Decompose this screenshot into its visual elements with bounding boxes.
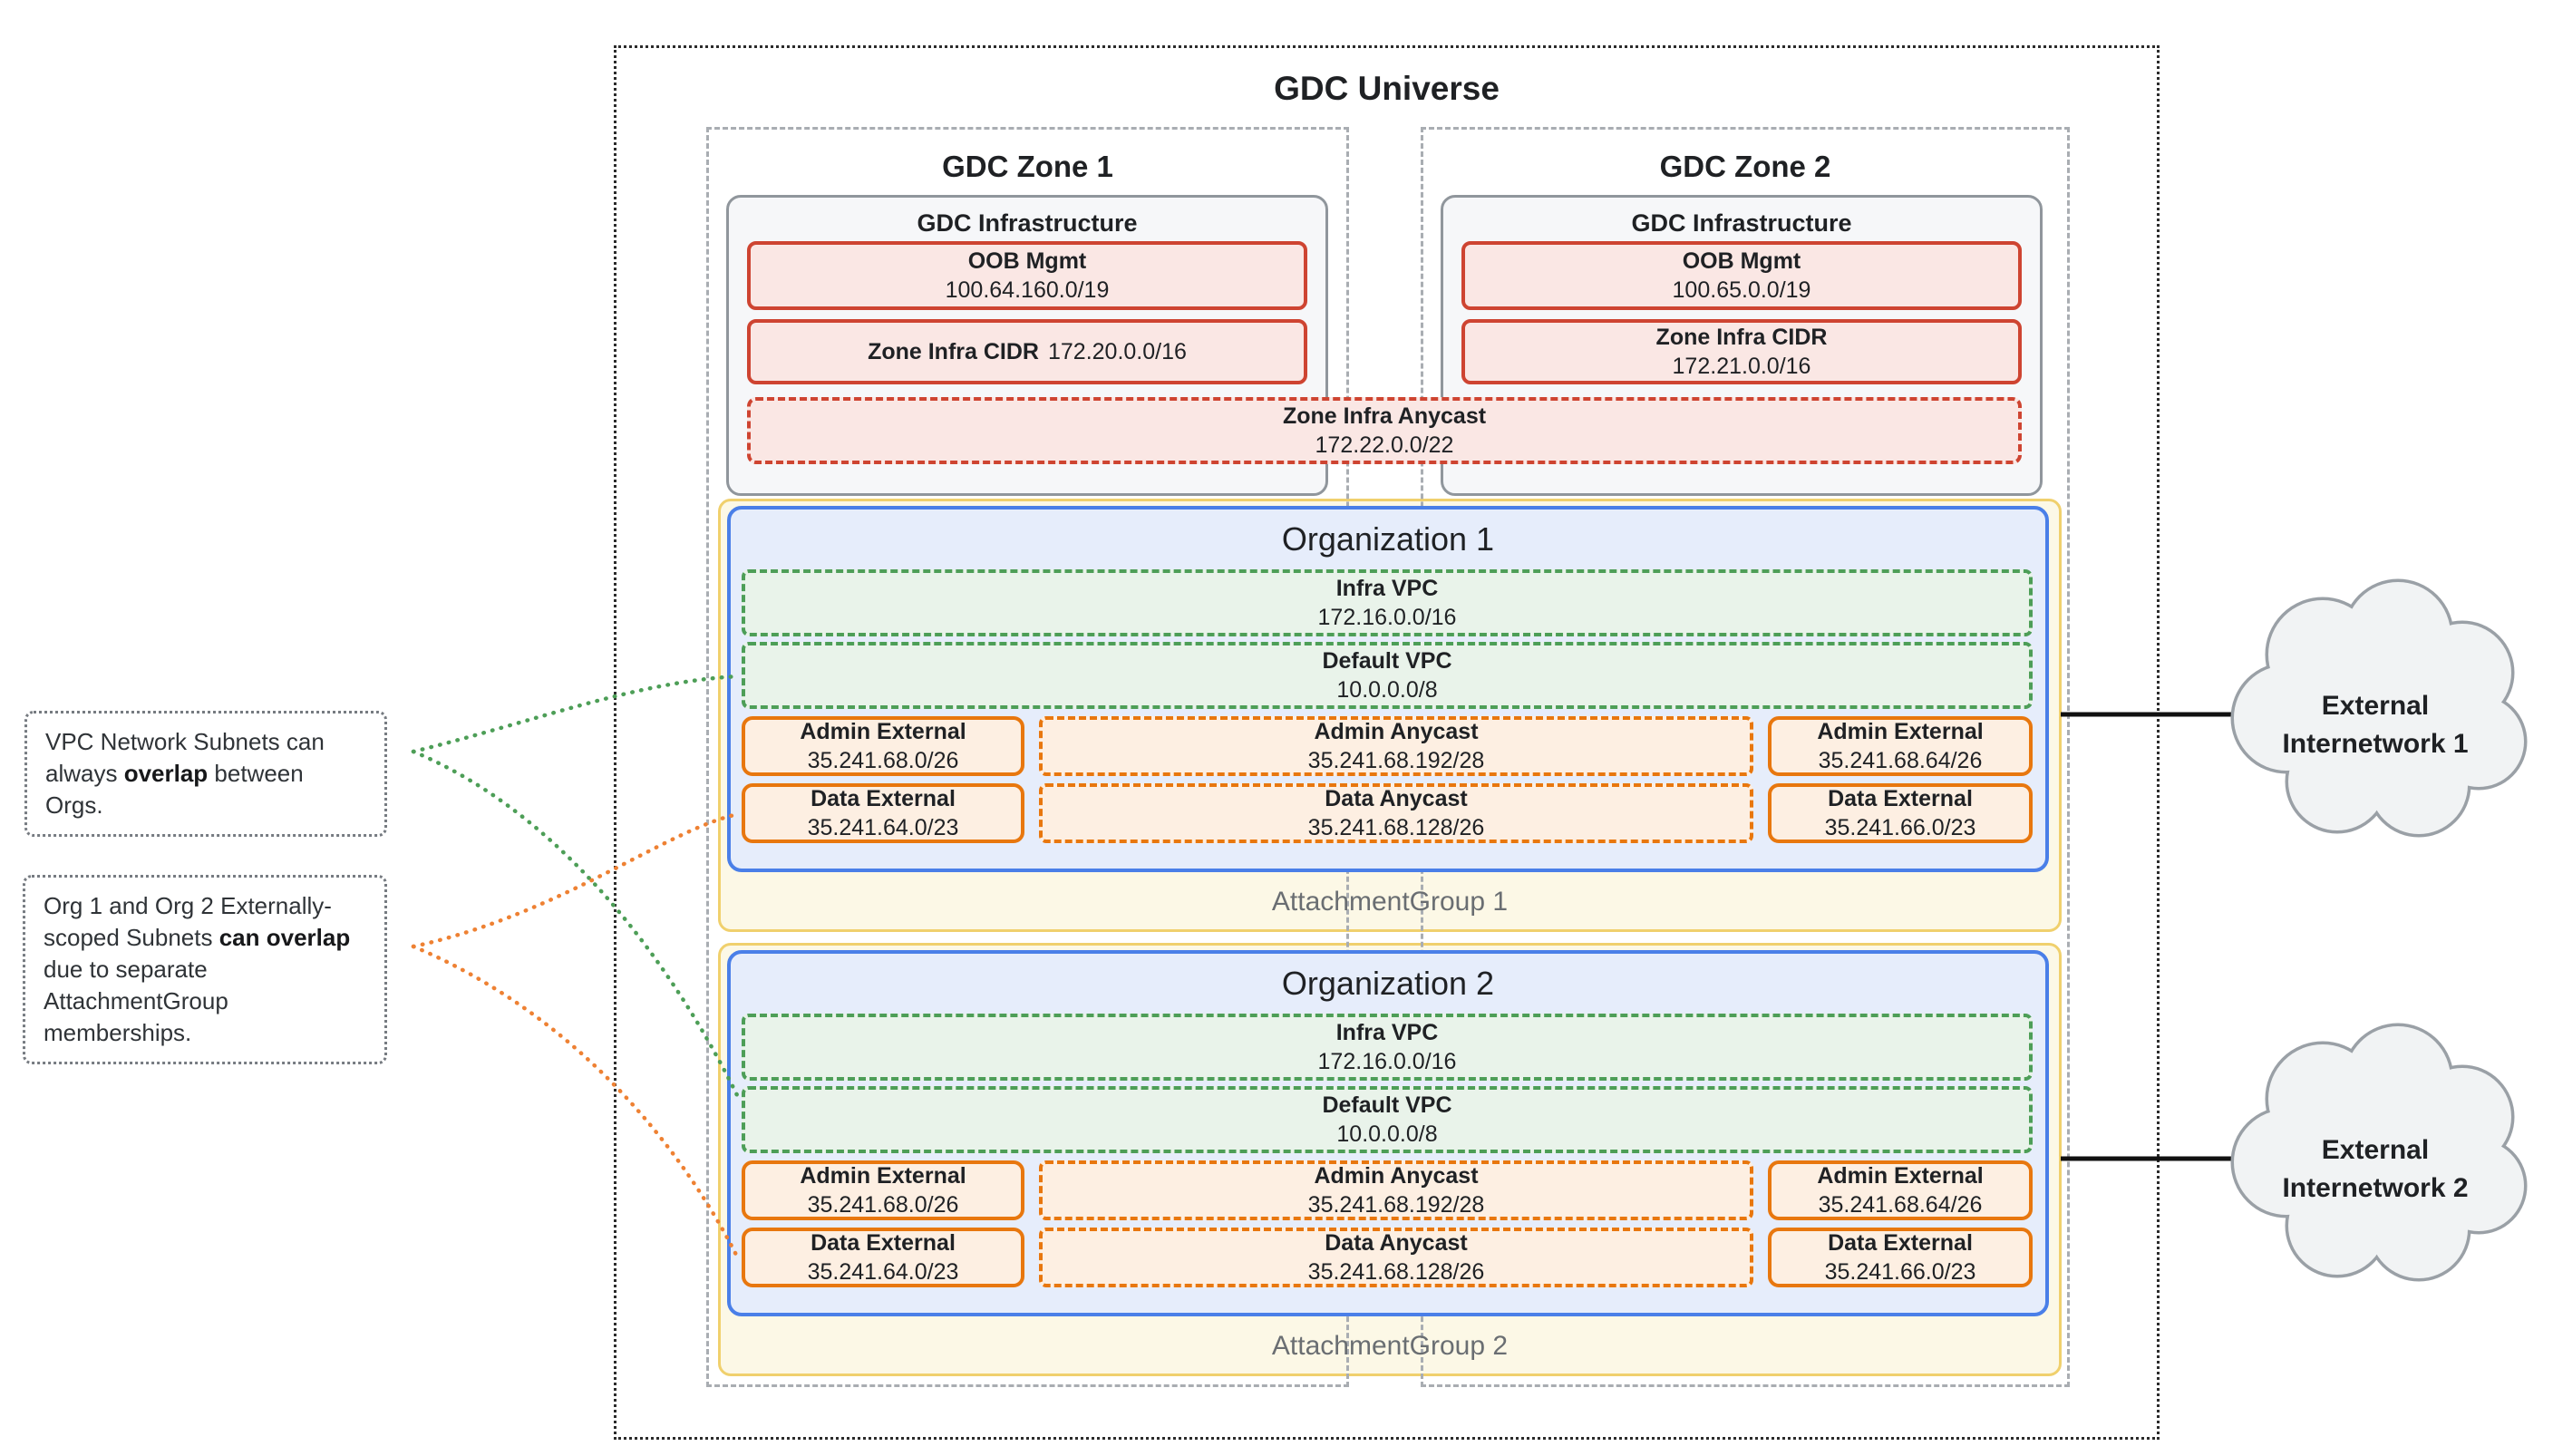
org1-default-vpc: Default VPC 10.0.0.0/8 bbox=[742, 642, 2033, 709]
org2-admin-anycast: Admin Anycast 35.241.68.192/28 bbox=[1039, 1160, 1753, 1220]
zone-infra-cidr-zone2-label: Zone Infra CIDR bbox=[1655, 325, 1828, 350]
org1-data-anycast-label: Data Anycast bbox=[1325, 786, 1468, 811]
org1-data-anycast-cidr: 35.241.68.128/26 bbox=[1307, 815, 1485, 840]
org2-infra-vpc-cidr: 172.16.0.0/16 bbox=[1317, 1049, 1457, 1074]
oob-mgmt-zone1-label: OOB Mgmt bbox=[967, 248, 1087, 274]
annotation-vpc-overlap: VPC Network Subnets can always overlap b… bbox=[24, 711, 387, 838]
org1-admin-external-left: Admin External 35.241.68.0/26 bbox=[742, 716, 1024, 776]
org2-data-anycast-label: Data Anycast bbox=[1325, 1230, 1468, 1256]
annotation-1-text-end: between Orgs. bbox=[45, 760, 304, 820]
zone-infra-anycast-cidr: 172.22.0.0/22 bbox=[1315, 432, 1454, 458]
org1-data-external-right: Data External 35.241.66.0/23 bbox=[1768, 783, 2033, 843]
external-internetwork-2-line1: External bbox=[2321, 1135, 2430, 1165]
external-internetwork-1-line1: External bbox=[2321, 691, 2430, 721]
org2-infra-vpc: Infra VPC 172.16.0.0/16 bbox=[742, 1014, 2033, 1081]
organization-2-title: Organization 2 bbox=[1281, 965, 1495, 1002]
zone-infra-anycast-label: Zone Infra Anycast bbox=[1282, 403, 1487, 429]
org1-infra-vpc-label: Infra VPC bbox=[1335, 576, 1439, 601]
annotation-external-overlap: Org 1 and Org 2 Externally-scoped Subnet… bbox=[23, 875, 387, 1065]
org2-data-external-right-cidr: 35.241.66.0/23 bbox=[1824, 1259, 1976, 1285]
org2-data-anycast: Data Anycast 35.241.68.128/26 bbox=[1039, 1228, 1753, 1287]
external-internetwork-1-label: External Internetwork 1 bbox=[2239, 675, 2511, 775]
org1-admin-external-right-label: Admin External bbox=[1817, 719, 1984, 744]
annotation-2-text-end: due to separate AttachmentGroup membersh… bbox=[44, 956, 228, 1047]
zone-infra-cidr-zone2-cidr: 172.21.0.0/16 bbox=[1672, 354, 1811, 379]
oob-mgmt-zone1: OOB Mgmt 100.64.160.0/19 bbox=[747, 241, 1307, 310]
org2-data-anycast-cidr: 35.241.68.128/26 bbox=[1307, 1259, 1485, 1285]
infrastructure-2-title: GDC Infrastructure bbox=[1631, 209, 1852, 237]
zone-infra-anycast: Zone Infra Anycast 172.22.0.0/22 bbox=[747, 397, 2022, 464]
org2-data-external-left: Data External 35.241.64.0/23 bbox=[742, 1228, 1024, 1287]
universe-title: GDC Universe bbox=[1274, 70, 1500, 107]
org2-default-vpc: Default VPC 10.0.0.0/8 bbox=[742, 1086, 2033, 1153]
org2-admin-external-right: Admin External 35.241.68.64/26 bbox=[1768, 1160, 2033, 1220]
org1-admin-external-right: Admin External 35.241.68.64/26 bbox=[1768, 716, 2033, 776]
org1-data-external-left-cidr: 35.241.64.0/23 bbox=[807, 815, 959, 840]
zone-infra-cidr-zone1-cidr: 172.20.0.0/16 bbox=[1047, 339, 1187, 364]
org2-data-external-right: Data External 35.241.66.0/23 bbox=[1768, 1228, 2033, 1287]
external-internetwork-2-label: External Internetwork 2 bbox=[2239, 1120, 2511, 1219]
org1-default-vpc-cidr: 10.0.0.0/8 bbox=[1336, 677, 1438, 703]
org2-admin-anycast-cidr: 35.241.68.192/28 bbox=[1307, 1192, 1485, 1218]
org2-default-vpc-cidr: 10.0.0.0/8 bbox=[1336, 1121, 1438, 1147]
oob-mgmt-zone2-cidr: 100.65.0.0/19 bbox=[1672, 277, 1811, 303]
org1-infra-vpc: Infra VPC 172.16.0.0/16 bbox=[742, 569, 2033, 636]
org2-data-external-left-label: Data External bbox=[811, 1230, 956, 1256]
oob-mgmt-zone2: OOB Mgmt 100.65.0.0/19 bbox=[1461, 241, 2022, 310]
org1-admin-anycast-label: Admin Anycast bbox=[1314, 719, 1479, 744]
annotation-1-bold: overlap bbox=[123, 760, 209, 788]
org2-admin-anycast-label: Admin Anycast bbox=[1314, 1163, 1479, 1189]
org2-admin-external-right-cidr: 35.241.68.64/26 bbox=[1818, 1192, 1983, 1218]
org2-data-external-left-cidr: 35.241.64.0/23 bbox=[807, 1259, 959, 1285]
org1-data-external-left: Data External 35.241.64.0/23 bbox=[742, 783, 1024, 843]
external-internetwork-2-line2: Internetwork 2 bbox=[2282, 1173, 2469, 1203]
org1-admin-external-left-cidr: 35.241.68.0/26 bbox=[807, 748, 959, 773]
org1-infra-vpc-cidr: 172.16.0.0/16 bbox=[1317, 605, 1457, 630]
org1-admin-anycast-cidr: 35.241.68.192/28 bbox=[1307, 748, 1485, 773]
annotation-2-text: Org 1 and Org 2 Externally-scoped Subnet… bbox=[44, 892, 332, 952]
zone-2-title: GDC Zone 2 bbox=[1659, 150, 1831, 183]
zone-infra-cidr-zone2: Zone Infra CIDR 172.21.0.0/16 bbox=[1461, 319, 2022, 384]
zone-infra-cidr-zone1-label: Zone Infra CIDR bbox=[868, 339, 1039, 364]
zone-1-title: GDC Zone 1 bbox=[942, 150, 1113, 183]
infrastructure-1-title: GDC Infrastructure bbox=[917, 209, 1138, 237]
org1-admin-external-left-label: Admin External bbox=[800, 719, 966, 744]
oob-mgmt-zone2-label: OOB Mgmt bbox=[1682, 248, 1801, 274]
org2-admin-external-left-label: Admin External bbox=[800, 1163, 966, 1189]
annotation-2-bold: can overlap bbox=[218, 924, 351, 952]
org1-data-external-left-label: Data External bbox=[811, 786, 956, 811]
org2-data-external-right-label: Data External bbox=[1828, 1230, 1973, 1256]
oob-mgmt-zone1-cidr: 100.64.160.0/19 bbox=[945, 277, 1110, 303]
organization-1-title: Organization 1 bbox=[1281, 520, 1495, 558]
org2-admin-external-left-cidr: 35.241.68.0/26 bbox=[807, 1192, 959, 1218]
attachment-group-1-label: AttachmentGroup 1 bbox=[1271, 887, 1509, 917]
org2-admin-external-right-label: Admin External bbox=[1817, 1163, 1984, 1189]
org2-default-vpc-label: Default VPC bbox=[1322, 1092, 1452, 1118]
org1-admin-external-right-cidr: 35.241.68.64/26 bbox=[1818, 748, 1983, 773]
org1-data-external-right-label: Data External bbox=[1828, 786, 1973, 811]
attachment-group-2-label: AttachmentGroup 2 bbox=[1271, 1331, 1509, 1361]
external-internetwork-1-line2: Internetwork 1 bbox=[2282, 729, 2469, 759]
org1-data-anycast: Data Anycast 35.241.68.128/26 bbox=[1039, 783, 1753, 843]
org1-data-external-right-cidr: 35.241.66.0/23 bbox=[1824, 815, 1976, 840]
annotation-1-text: VPC Network Subnets can always bbox=[45, 728, 325, 788]
org1-default-vpc-label: Default VPC bbox=[1322, 648, 1452, 674]
org2-admin-external-left: Admin External 35.241.68.0/26 bbox=[742, 1160, 1024, 1220]
org1-admin-anycast: Admin Anycast 35.241.68.192/28 bbox=[1039, 716, 1753, 776]
zone-infra-cidr-zone1: Zone Infra CIDR 172.20.0.0/16 bbox=[747, 319, 1307, 384]
org2-infra-vpc-label: Infra VPC bbox=[1335, 1020, 1439, 1045]
